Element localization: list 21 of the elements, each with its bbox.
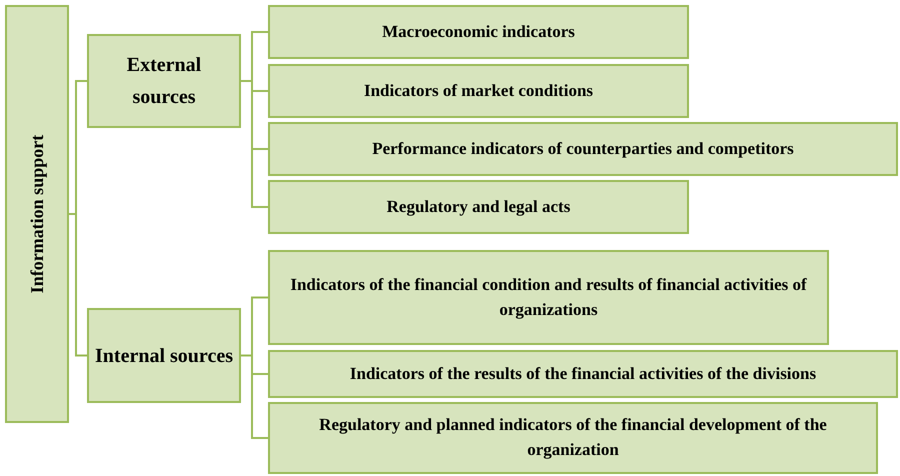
category-box	[268, 250, 829, 345]
box-label: Regulatory and legal acts	[386, 196, 572, 218]
category-box	[5, 5, 69, 423]
connector-line	[69, 213, 87, 356]
box-label: Information support	[26, 134, 48, 294]
category-box	[268, 122, 898, 176]
category-box	[268, 180, 689, 234]
box-label: Macroeconomic indicators	[381, 20, 576, 43]
box-label: Performance indicators of counterparties and competitors	[371, 138, 795, 160]
category-box	[87, 34, 241, 128]
category-box	[268, 402, 878, 474]
box-label: Indicators of market conditions	[362, 80, 594, 102]
box-label: Indicators of the financial condition and results of financial activities of organizations	[289, 274, 808, 321]
category-box	[268, 64, 689, 118]
box-label: Internal sources	[94, 344, 234, 368]
box-label: External sources	[126, 53, 202, 110]
category-box	[268, 350, 898, 398]
category-box	[87, 308, 241, 403]
box-label: Indicators of the results of the financial activities of the divisions	[348, 362, 818, 385]
category-box	[268, 5, 689, 59]
box-label: Regulatory and planned indicators of the financial development of the organization	[318, 414, 828, 461]
